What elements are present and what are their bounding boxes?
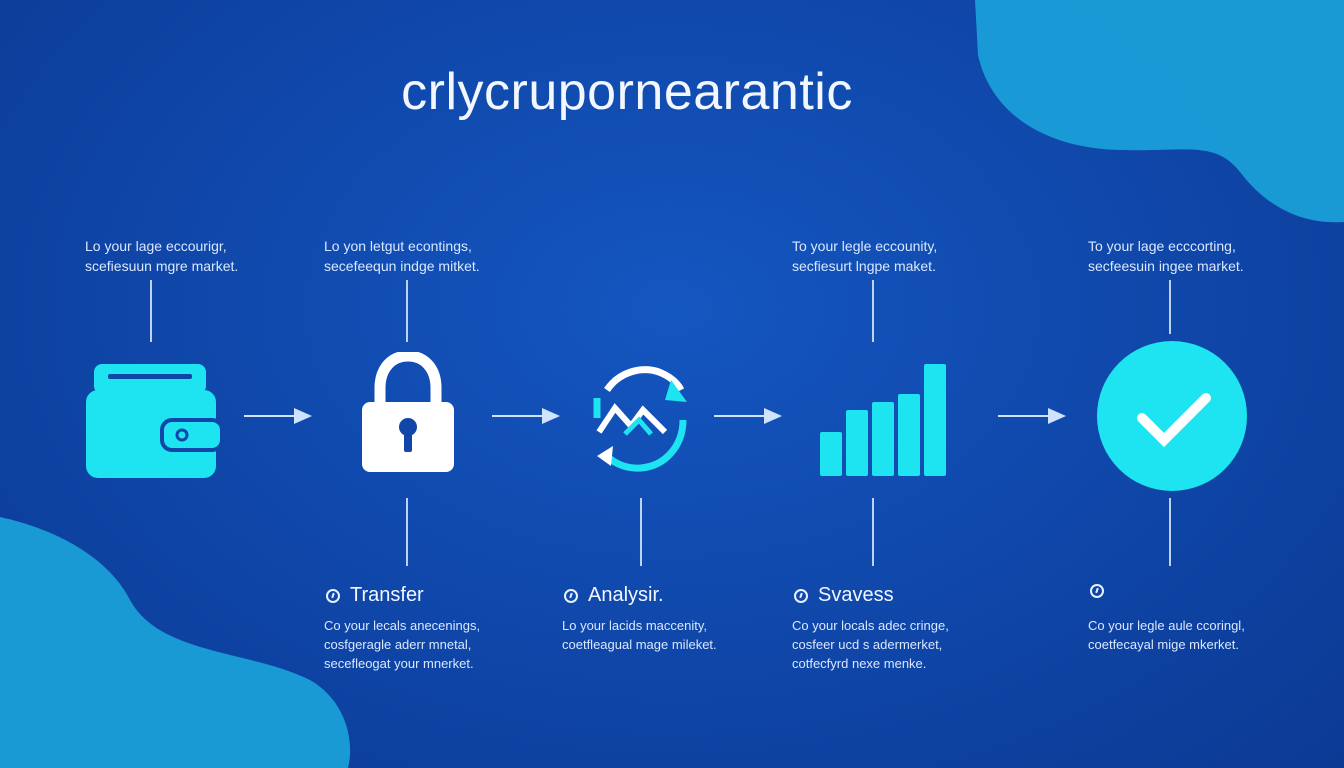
top-description-line: Lo your lage eccourigr, (85, 238, 227, 254)
step-description-line: cotfecfyrd nexe menke. (792, 656, 927, 671)
cycle-exchange-icon (593, 366, 687, 472)
top-description-1: Lo your lage eccourigr, scefiesuun mgre … (85, 236, 238, 276)
step-description-line: Co your locals adec cringe, (792, 618, 949, 633)
step-description-line: coetfleagual mage mileket. (562, 637, 717, 652)
step-description-3: Co your locals adec cringe, cosfeer ucd … (792, 616, 949, 673)
connector-line-top (406, 280, 408, 342)
arrow-right-icon (492, 408, 560, 424)
step-description-line: Lo your lacids maccenity, (562, 618, 707, 633)
top-description-line: secefeequn indge mitket. (324, 258, 480, 274)
step-description-line: Co your lecals anecenings, (324, 618, 481, 633)
padlock-icon (362, 352, 454, 472)
step-label-1: Transfer (326, 584, 424, 607)
page-title: crlycrupornearantic (401, 63, 853, 121)
step-label-text: Transfer (350, 584, 424, 606)
step-description-line: Co your legle aule ccoringl, (1088, 618, 1245, 633)
arrow-right-icon (244, 408, 312, 424)
step-label-4 (1090, 584, 1114, 598)
clock-icon (1090, 584, 1104, 598)
step-label-text: Analysir. (588, 584, 664, 606)
connector-line-bottom (640, 498, 642, 566)
step-description-line: coetfecayal mige mkerket. (1088, 637, 1240, 652)
step-description-line: cosfeer ucd s adermerket, (792, 637, 943, 652)
top-description-4: To your lage ecccorting, secfeesuin inge… (1088, 236, 1244, 276)
step-description-1: Co your lecals anecenings, cosfgeragle a… (324, 616, 480, 673)
connector-line-top (872, 280, 874, 342)
step-label-text: Svavess (818, 584, 894, 606)
step-label-2: Analysir. (564, 584, 664, 607)
connector-line-bottom (406, 498, 408, 566)
connector-line-bottom (872, 498, 874, 566)
checkmark-circle-icon (1097, 341, 1247, 491)
top-description-line: secfiesurt lngpe maket. (792, 258, 936, 274)
top-description-3: To your legle eccounity, secfiesurt lngp… (792, 236, 937, 276)
arrow-right-icon (714, 408, 782, 424)
step-label-3: Svavess (794, 584, 894, 607)
top-description-line: To your legle eccounity, (792, 238, 938, 254)
top-description-line: scefiesuun mgre market. (85, 258, 239, 274)
arrow-right-icon (998, 408, 1066, 424)
clock-icon (794, 588, 808, 603)
wallet-icon (86, 364, 224, 478)
clock-icon (326, 588, 340, 603)
connector-line-top (150, 280, 152, 342)
top-description-line: Lo yon letgut econtings, (324, 238, 472, 254)
clock-icon (564, 588, 578, 603)
step-description-line: secefleogat your mnerket. (324, 656, 474, 671)
connector-line-top (1169, 280, 1171, 334)
step-description-2: Lo your lacids maccenity, coetfleagual m… (562, 616, 717, 654)
connector-line-bottom (1169, 498, 1171, 566)
step-description-line: cosfgeragle aderr mnetal, (324, 637, 472, 652)
top-description-2: Lo yon letgut econtings, secefeequn indg… (324, 236, 480, 276)
top-description-line: secfeesuin ingee market. (1088, 258, 1244, 274)
top-description-line: To your lage ecccorting, (1088, 238, 1236, 254)
bar-growth-icon (820, 364, 946, 476)
step-description-4: Co your legle aule ccoringl, coetfecayal… (1088, 616, 1245, 654)
